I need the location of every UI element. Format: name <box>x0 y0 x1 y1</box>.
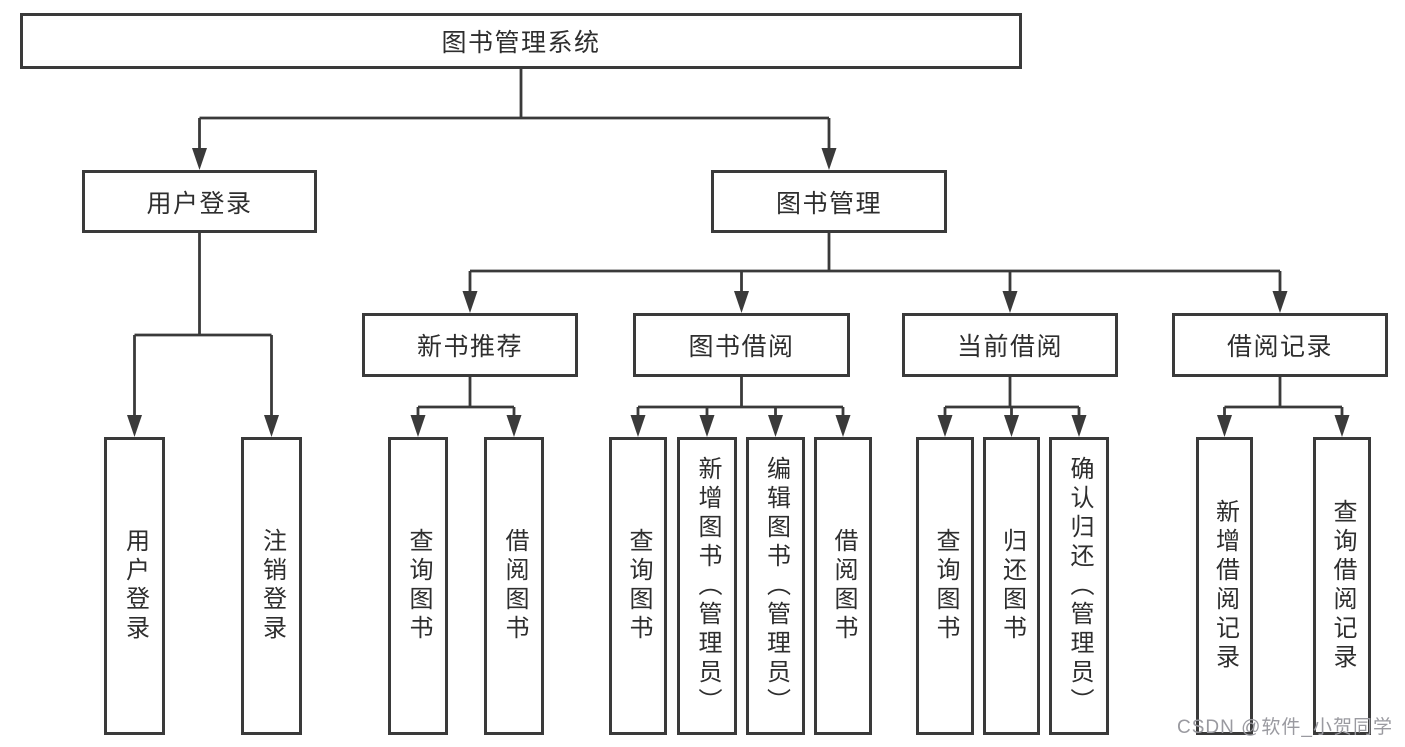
node-label: 用户登录 <box>146 189 253 218</box>
arrowhead-icon <box>506 415 522 437</box>
node-label: 当前借阅 <box>956 333 1063 361</box>
arrowhead-icon <box>1334 415 1350 437</box>
node-label: 借阅图书 <box>501 528 528 644</box>
node-edit-books-admin: 编辑图书（管理员） <box>746 437 805 735</box>
node-label: 用户登录 <box>121 528 149 644</box>
node-query-books-current: 查询图书 <box>916 437 974 735</box>
arrowhead-icon <box>1071 415 1087 437</box>
node-label: 注销登录 <box>258 528 286 644</box>
node-label: 归还图书 <box>998 528 1026 644</box>
node-label: 新增图书（管理员） <box>694 455 721 717</box>
node-return-books: 归还图书 <box>983 437 1040 735</box>
node-book-management: 图书管理 <box>711 170 947 233</box>
node-add-books-admin: 新增图书（管理员） <box>677 437 737 735</box>
arrowhead-icon <box>835 415 851 437</box>
arrowhead-icon <box>462 291 478 313</box>
arrowhead-icon <box>734 291 749 313</box>
arrowhead-icon <box>1217 415 1232 437</box>
arrowhead-icon <box>630 415 646 437</box>
arrowhead-icon <box>699 415 715 437</box>
node-label: 图书管理系统 <box>441 29 601 57</box>
node-label: 新增借阅记录 <box>1211 499 1239 673</box>
arrowhead-icon <box>768 415 783 437</box>
node-add-borrow-record: 新增借阅记录 <box>1196 437 1253 735</box>
node-query-books-borrow: 查询图书 <box>609 437 667 735</box>
arrowhead-icon <box>821 148 837 170</box>
node-current-borrow: 当前借阅 <box>902 313 1118 377</box>
node-label: 确认归还（管理员） <box>1066 455 1093 717</box>
node-label: 查询图书 <box>932 528 959 644</box>
node-query-books-recommend: 查询图书 <box>388 437 448 735</box>
node-label: 图书借阅 <box>688 333 795 361</box>
arrowhead-icon <box>937 415 953 437</box>
arrowhead-icon <box>192 148 207 170</box>
node-leaf-logout: 注销登录 <box>241 437 302 735</box>
arrowhead-icon <box>127 415 142 437</box>
node-label: 新书推荐 <box>416 333 523 361</box>
node-label: 借阅图书 <box>830 528 857 644</box>
node-borrow-books-recommend: 借阅图书 <box>484 437 544 735</box>
node-label: 借阅记录 <box>1226 333 1333 361</box>
node-borrow-records: 借阅记录 <box>1172 313 1388 377</box>
node-book-borrow: 图书借阅 <box>633 313 850 377</box>
arrowhead-icon <box>410 415 426 437</box>
node-label: 编辑图书（管理员） <box>762 455 790 717</box>
node-root: 图书管理系统 <box>20 13 1022 69</box>
node-borrow-books: 借阅图书 <box>814 437 872 735</box>
arrowhead-icon <box>1004 415 1019 437</box>
node-confirm-return-admin: 确认归还（管理员） <box>1049 437 1109 735</box>
node-label: 查询借阅记录 <box>1329 499 1356 673</box>
node-query-borrow-record: 查询借阅记录 <box>1313 437 1371 735</box>
node-new-book-recommend: 新书推荐 <box>362 313 578 377</box>
node-user-login: 用户登录 <box>82 170 317 233</box>
arrowhead-icon <box>1272 291 1288 313</box>
node-leaf-user-login: 用户登录 <box>104 437 165 735</box>
node-label: 查询图书 <box>405 528 432 644</box>
node-label: 图书管理 <box>775 189 882 218</box>
arrowhead-icon <box>1002 291 1018 313</box>
arrowhead-icon <box>264 415 279 437</box>
watermark: CSDN @软件_小贺同学 <box>1177 717 1393 738</box>
node-label: 查询图书 <box>625 528 652 644</box>
